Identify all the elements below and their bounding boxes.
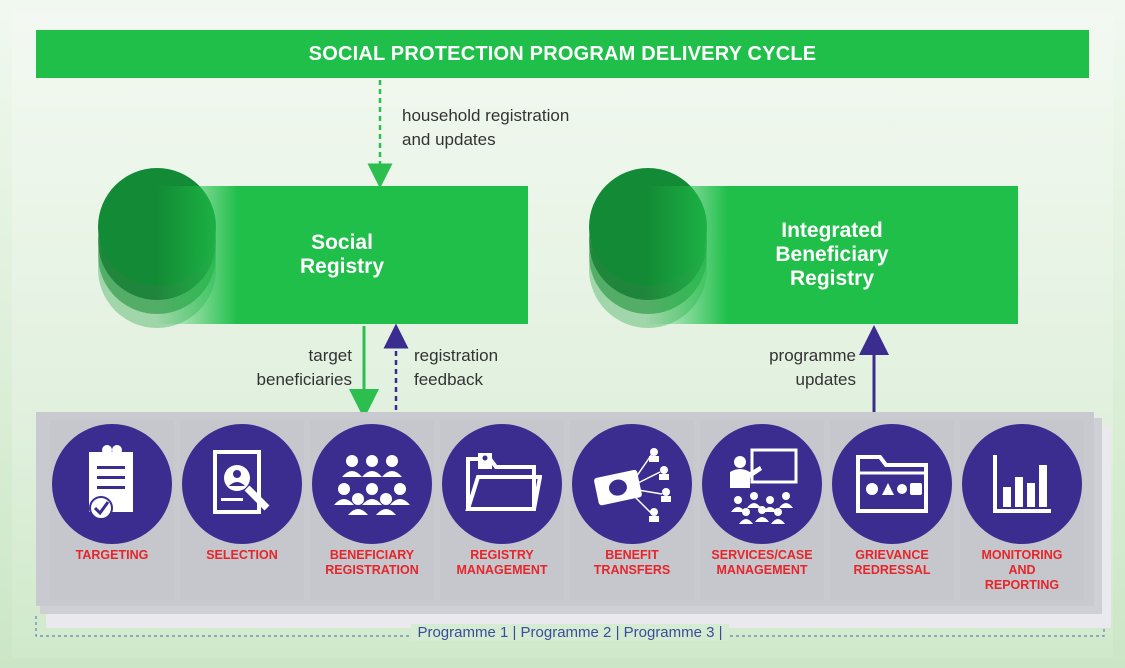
page-title: SOCIAL PROTECTION PROGRAM DELIVERY CYCLE <box>36 30 1089 78</box>
function-card-registry-management: REGISTRY MANAGEMENT <box>440 420 564 600</box>
function-card-targeting: TARGETING <box>50 420 174 600</box>
integrated-registry-box: Integrated Beneficiary Registry <box>646 186 1018 324</box>
function-label: SELECTION <box>206 548 278 562</box>
programmes-label: Programme 1 | Programme 2 | Programme 3 … <box>360 624 780 641</box>
function-label: REGISTRY MANAGEMENT <box>456 548 548 577</box>
programme-updates-note: programme updates <box>769 346 856 389</box>
bar-chart-icon <box>962 424 1082 544</box>
target-beneficiaries-note: target beneficiaries <box>256 346 352 389</box>
registration-feedback-note: registration feedback <box>414 346 499 389</box>
function-card-beneficiary-registration: BENEFICIARY REGISTRATION <box>310 420 434 600</box>
people-group-icon <box>312 424 432 544</box>
function-label: MONITORING AND REPORTING <box>981 548 1063 592</box>
cash-transfer-icon <box>572 424 692 544</box>
grievance-folder-icon <box>832 424 952 544</box>
function-card-selection: SELECTION <box>180 420 304 600</box>
household-registration-note: household registration and updates <box>402 106 570 149</box>
function-card-grievance-redressal: GRIEVANCE REDRESSAL <box>830 420 954 600</box>
social-registry-box: Social Registry <box>156 186 528 324</box>
function-card-monitoring-reporting: MONITORING AND REPORTING <box>960 420 1084 600</box>
function-label: BENEFIT TRANSFERS <box>593 548 671 577</box>
function-label: GRIEVANCE REDRESSAL <box>853 548 931 577</box>
magnifier-document-icon <box>182 424 302 544</box>
function-card-services-case-management: SERVICES/CASE MANAGEMENT <box>700 420 824 600</box>
function-card-benefit-transfers: BENEFIT TRANSFERS <box>570 420 694 600</box>
teacher-board-icon <box>702 424 822 544</box>
function-label: BENEFICIARY REGISTRATION <box>325 548 419 577</box>
function-label: TARGETING <box>75 548 149 562</box>
checklist-icon <box>52 424 172 544</box>
folder-icon <box>442 424 562 544</box>
function-label: SERVICES/CASE MANAGEMENT <box>711 548 813 577</box>
